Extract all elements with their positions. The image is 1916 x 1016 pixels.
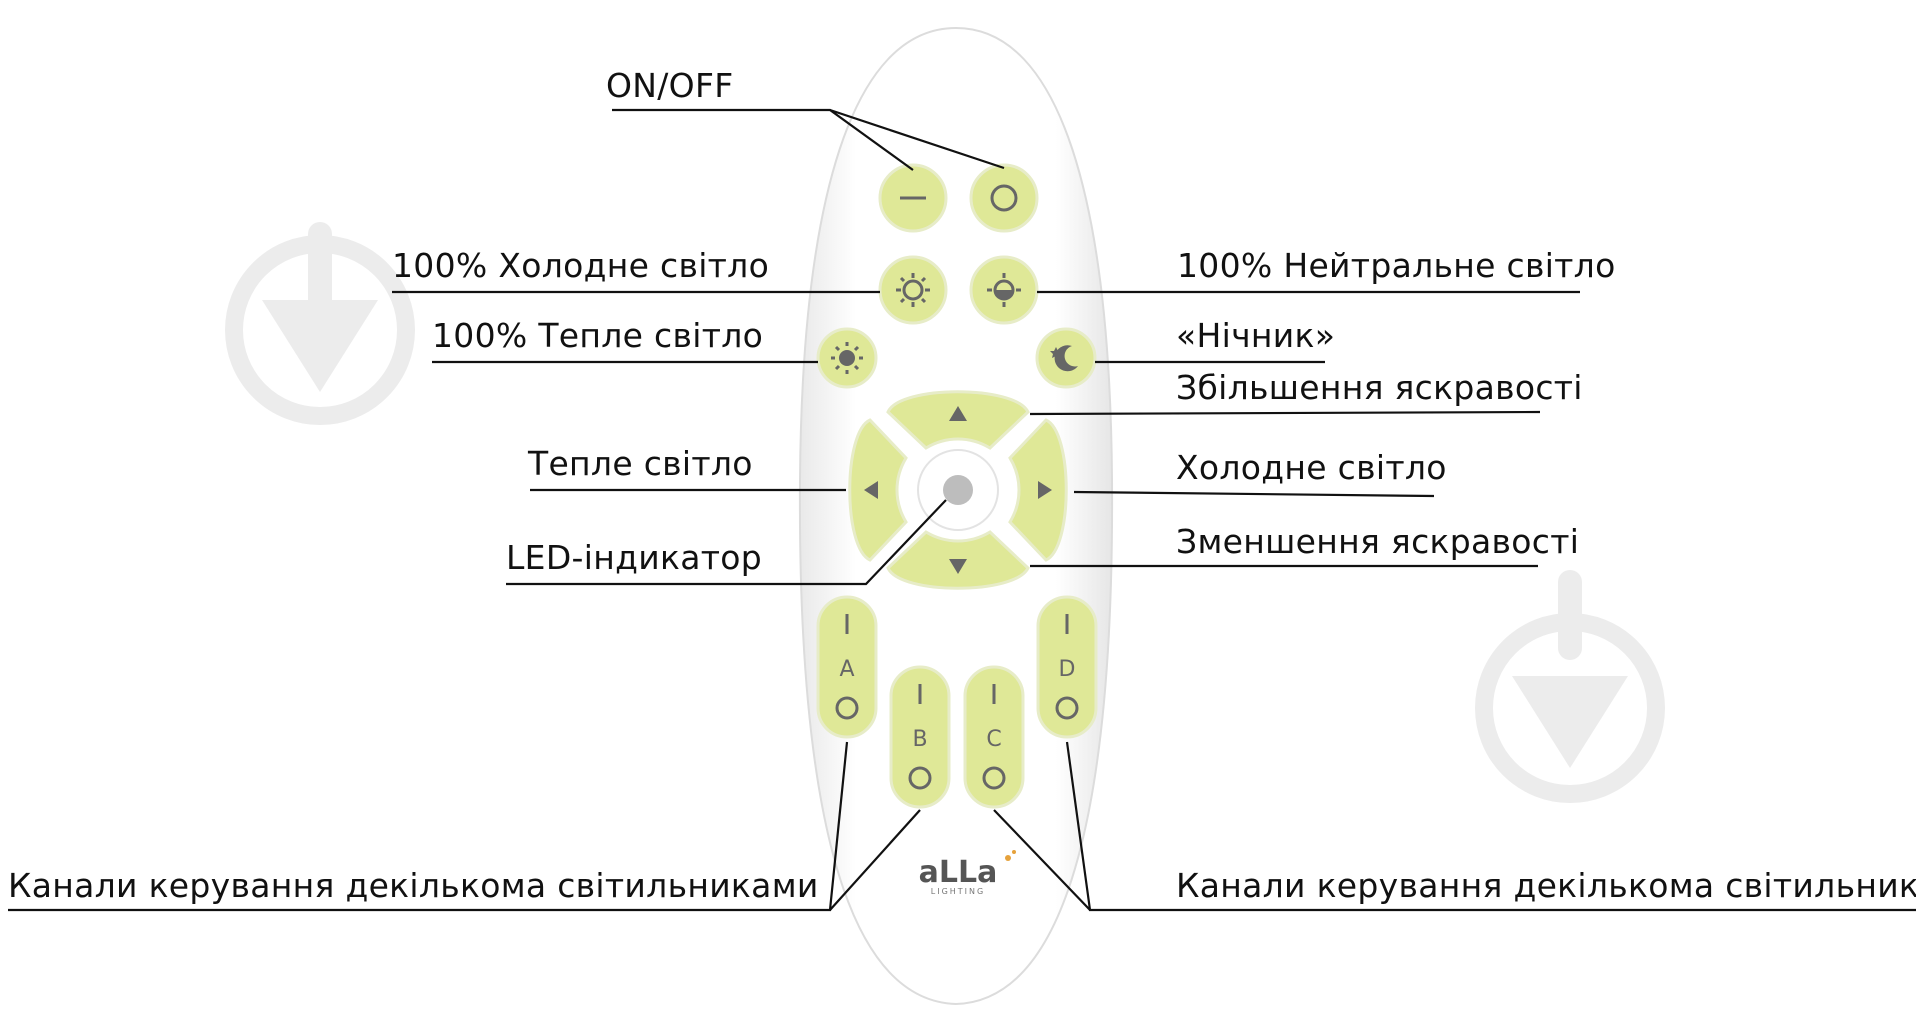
brightness-down-button[interactable] [886,530,1030,590]
svg-text:aLLa: aLLa [919,855,998,890]
channel-b-button[interactable]: B [889,665,951,809]
leader-led [506,499,947,586]
label-brightness-up: Збільшення яскравості [1176,368,1583,407]
channel-b-letter: B [912,727,927,752]
led-indicator [917,449,999,531]
label-night-light: «Нічник» [1176,316,1336,355]
label-warm-light: Тепле світло [528,444,753,483]
watermark-download-icon-left [225,222,415,425]
channel-d-letter: D [1059,657,1076,682]
leader-channels-left-b [829,809,921,911]
night-light-button[interactable] [1035,327,1097,389]
neutral-100-button[interactable] [969,255,1039,325]
label-on-off: ON/OFF [606,66,734,105]
svg-text:LIGHTING: LIGHTING [931,887,985,896]
label-cold-100: 100% Холодне світло [392,246,770,285]
channel-c-letter: C [986,727,1001,752]
leader-brightness-up [1029,410,1541,416]
channel-c-button[interactable]: C [963,665,1025,809]
channel-a-letter: A [839,657,854,682]
leader-lines [8,108,1916,912]
on-button[interactable] [969,163,1039,233]
leader-channels-right-b [993,809,1091,911]
cold-light-button[interactable] [1008,418,1068,562]
leader-cold-light [1073,490,1435,498]
channel-d-button[interactable]: D [1036,595,1098,739]
leader-on-off-b [829,108,1005,170]
watermark-download-icon-right [1475,570,1665,803]
label-channels-right: Канали керування декількома світильникам… [1176,866,1916,905]
label-neutral-100: 100% Нейтральне світло [1177,246,1616,285]
brightness-up-button[interactable] [886,390,1030,450]
alla-logo: aLLa LIGHTING [919,850,1016,896]
label-brightness-down: Зменшення яскравості [1176,522,1580,561]
cold-100-button[interactable] [878,255,948,325]
label-channels-left: Канали керування декількома світильникам… [8,866,819,905]
warm-light-button[interactable] [848,418,908,562]
label-led-indicator: LED-індикатор [506,538,762,577]
off-button[interactable] [878,163,948,233]
channel-a-button[interactable]: A [816,595,878,739]
warm-100-button[interactable] [816,327,878,389]
label-cold-light: Холодне світло [1176,448,1447,487]
label-warm-100: 100% Тепле світло [432,316,764,355]
